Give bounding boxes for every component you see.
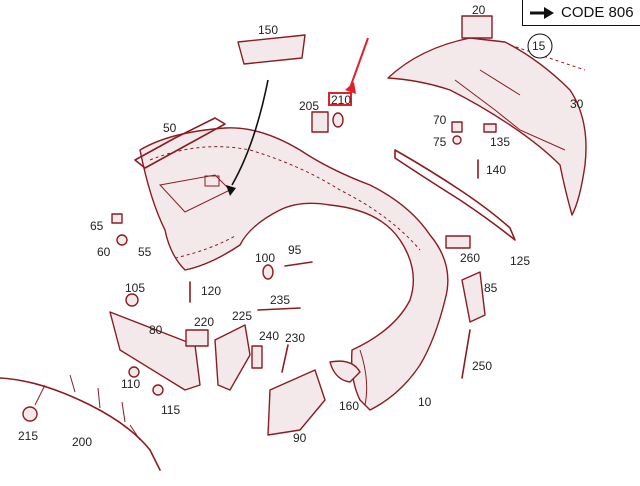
connector-215 xyxy=(22,406,38,422)
rod-235 xyxy=(257,307,301,311)
bracket-225 xyxy=(214,324,251,391)
callout-60: 60 xyxy=(97,245,111,259)
clip-135 xyxy=(483,123,497,133)
callout-200: 200 xyxy=(72,435,92,449)
callout-260: 260 xyxy=(460,251,480,265)
callout-140: 140 xyxy=(486,163,506,177)
callout-30: 30 xyxy=(570,97,584,111)
bracket-90 xyxy=(267,369,326,436)
clip-70 xyxy=(451,121,463,133)
highlight-arrow xyxy=(349,37,369,89)
diffuser-30 xyxy=(387,37,587,216)
callout-85: 85 xyxy=(484,281,498,295)
right-arrow-icon xyxy=(530,6,554,19)
callout-135: 135 xyxy=(490,135,510,149)
callout-70: 70 xyxy=(433,113,447,127)
code-note: CODE 806 xyxy=(522,0,640,26)
clip-260 xyxy=(445,235,471,249)
callout-220: 220 xyxy=(194,315,214,329)
fastener-105 xyxy=(125,293,139,307)
fastener-110 xyxy=(128,366,140,378)
callout-20: 20 xyxy=(472,3,486,17)
part-20 xyxy=(461,15,493,39)
washer-100 xyxy=(262,264,274,280)
fastener-75 xyxy=(452,135,462,145)
callout-120: 120 xyxy=(201,284,221,298)
block-220 xyxy=(185,329,209,347)
circle-marker-15 xyxy=(527,33,553,59)
callout-215: 215 xyxy=(18,429,38,443)
part-210 xyxy=(332,112,344,128)
callout-65: 65 xyxy=(90,219,104,233)
fastener-55 xyxy=(116,234,128,246)
callout-90: 90 xyxy=(293,431,307,445)
strip-50 xyxy=(134,117,226,169)
wiring-harness-200 xyxy=(0,374,161,471)
callout-160: 160 xyxy=(339,399,359,413)
callout-235: 235 xyxy=(270,293,290,307)
callout-230: 230 xyxy=(285,331,305,345)
pin-230 xyxy=(281,344,289,373)
bracket-80 xyxy=(109,311,201,391)
code-note-text: CODE 806 xyxy=(561,4,634,21)
part-240 xyxy=(251,345,263,369)
clip-65 xyxy=(111,213,123,224)
bracket-85 xyxy=(461,271,486,323)
callout-10: 10 xyxy=(418,395,432,409)
callout-205: 205 xyxy=(299,99,319,113)
callout-15: 15 xyxy=(532,39,546,53)
callout-125: 125 xyxy=(510,254,530,268)
callout-50: 50 xyxy=(163,121,177,135)
leader-150 xyxy=(231,79,269,186)
callout-150: 150 xyxy=(258,23,278,37)
callout-110: 110 xyxy=(121,377,140,391)
callout-225: 225 xyxy=(232,309,252,323)
callout-100: 100 xyxy=(255,251,275,265)
highlight-box xyxy=(328,92,352,106)
callout-115: 115 xyxy=(161,403,180,417)
rod-95 xyxy=(284,261,313,267)
callout-80: 80 xyxy=(149,323,163,337)
part-160 xyxy=(329,360,361,383)
trim-125 xyxy=(394,149,516,241)
callout-55: 55 xyxy=(138,245,152,259)
callout-105: 105 xyxy=(125,281,145,295)
callout-210: 210 xyxy=(331,93,351,107)
fastener-115 xyxy=(152,384,164,396)
callout-250: 250 xyxy=(472,359,492,373)
part-150 xyxy=(237,34,306,65)
callout-95: 95 xyxy=(288,243,302,257)
callout-75: 75 xyxy=(433,135,447,149)
part-205 xyxy=(311,111,329,133)
callout-240: 240 xyxy=(259,329,279,343)
bumper-cover xyxy=(139,127,449,411)
rod-250 xyxy=(461,329,471,379)
